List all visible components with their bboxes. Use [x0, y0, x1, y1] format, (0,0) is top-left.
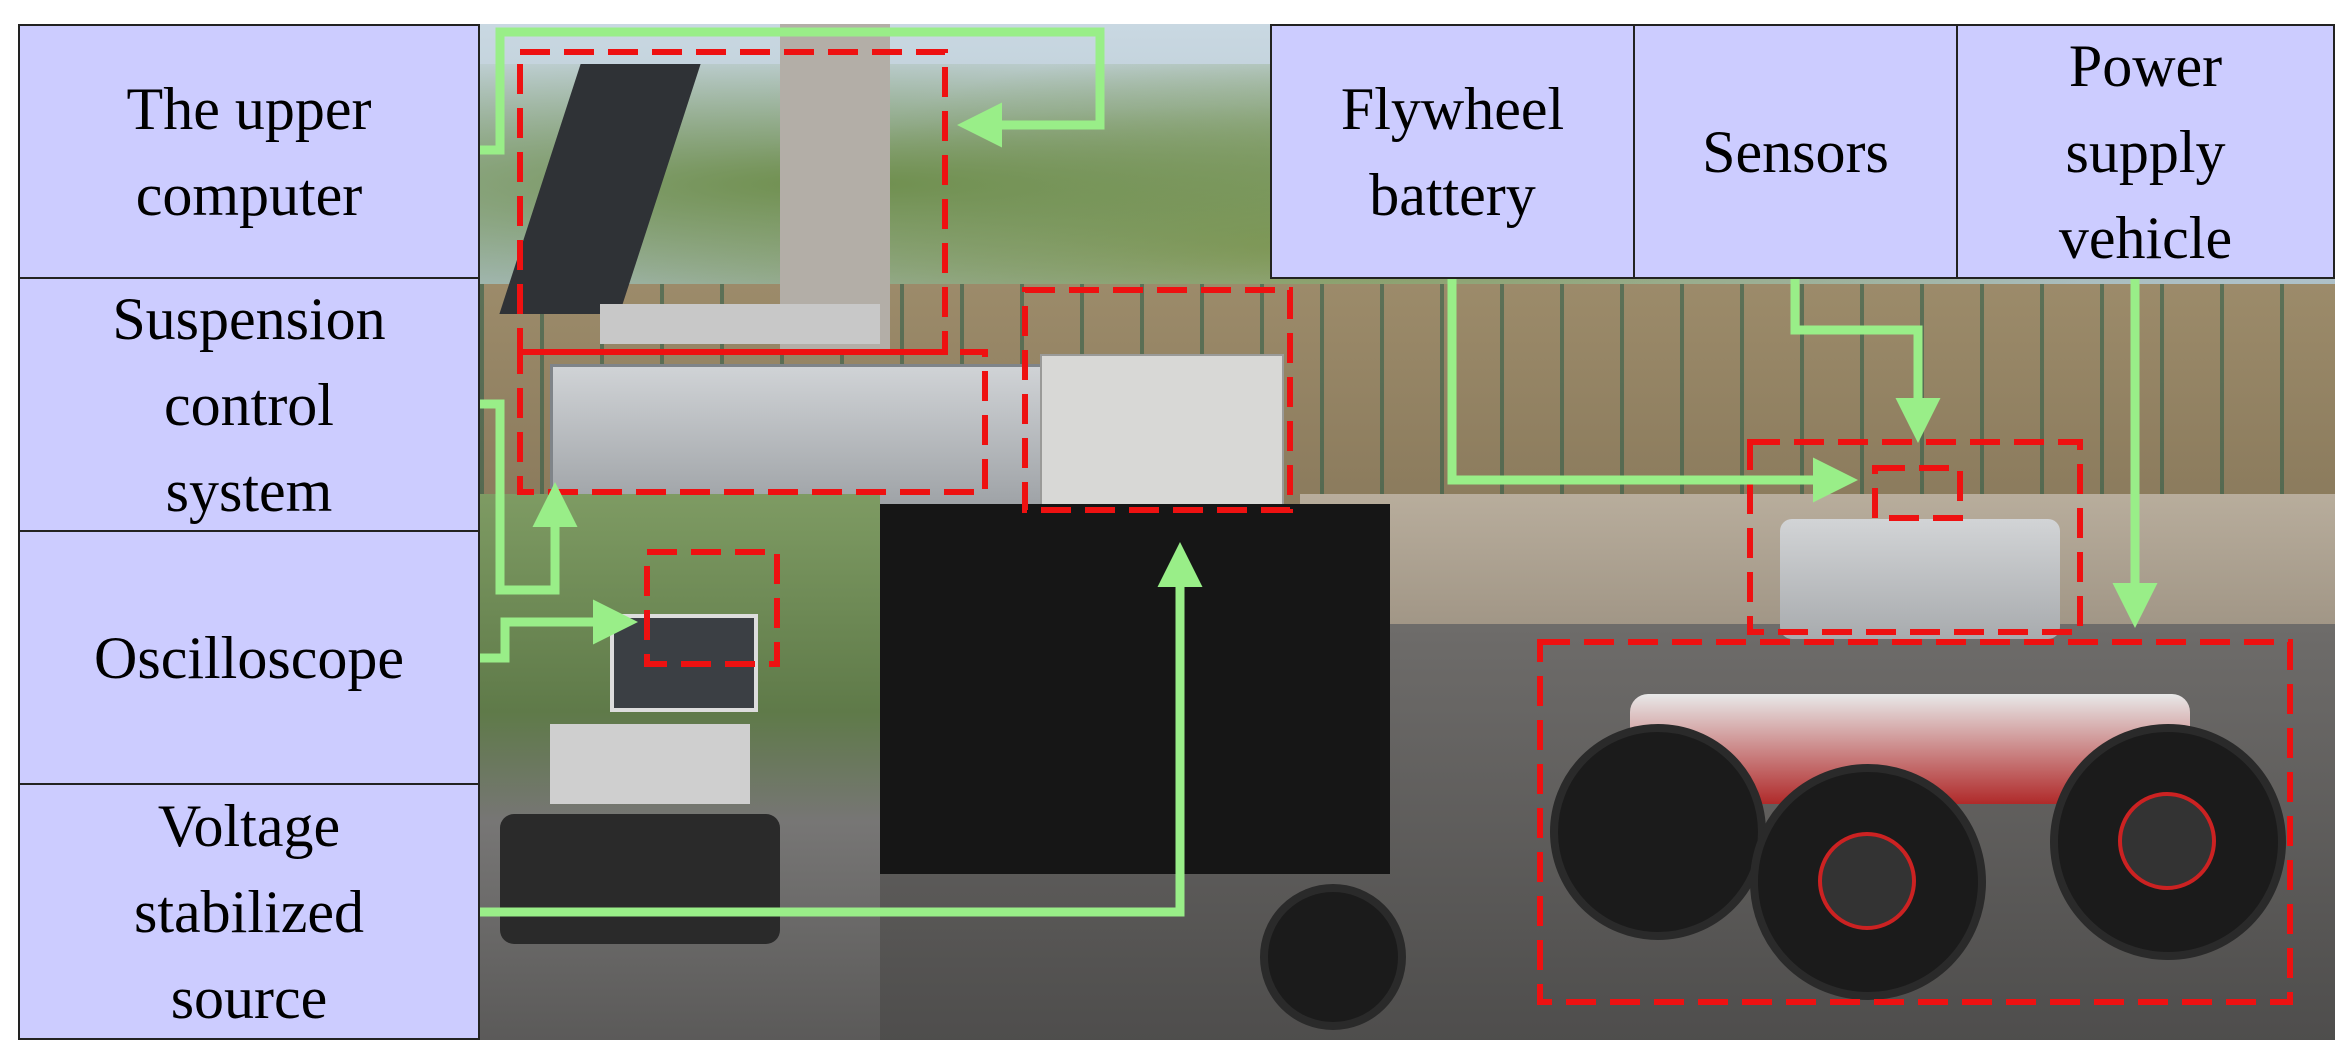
oscilloscope-device: [610, 614, 758, 712]
robot-wheel-front-right: [2050, 724, 2286, 960]
laptop-base: [600, 304, 880, 344]
label-voltage-source: Voltage stabilized source: [18, 783, 480, 1040]
cart: [880, 504, 1390, 874]
label-power-supply-vehicle: Power supply vehicle: [1956, 24, 2335, 279]
flywheel-battery-unit: [1780, 519, 2060, 639]
label-flywheel-battery: Flywheel battery: [1270, 24, 1635, 279]
inset-photo: [480, 494, 880, 1040]
label-upper-computer: The upper computer: [18, 24, 480, 279]
mini-module: [550, 724, 750, 804]
mini-robot: [500, 814, 780, 944]
label-suspension-control: Suspension control system: [18, 277, 480, 532]
label-oscilloscope: Oscilloscope: [18, 530, 480, 785]
wheel-hub: [2118, 792, 2216, 890]
cart-wheel: [1260, 884, 1406, 1030]
robot-wheel-rear: [1550, 724, 1766, 940]
label-sensors: Sensors: [1633, 24, 1958, 279]
voltage-source-unit: [1040, 354, 1284, 518]
wheel-hub: [1818, 832, 1916, 930]
robot-wheel-front-left: [1750, 764, 1986, 1000]
